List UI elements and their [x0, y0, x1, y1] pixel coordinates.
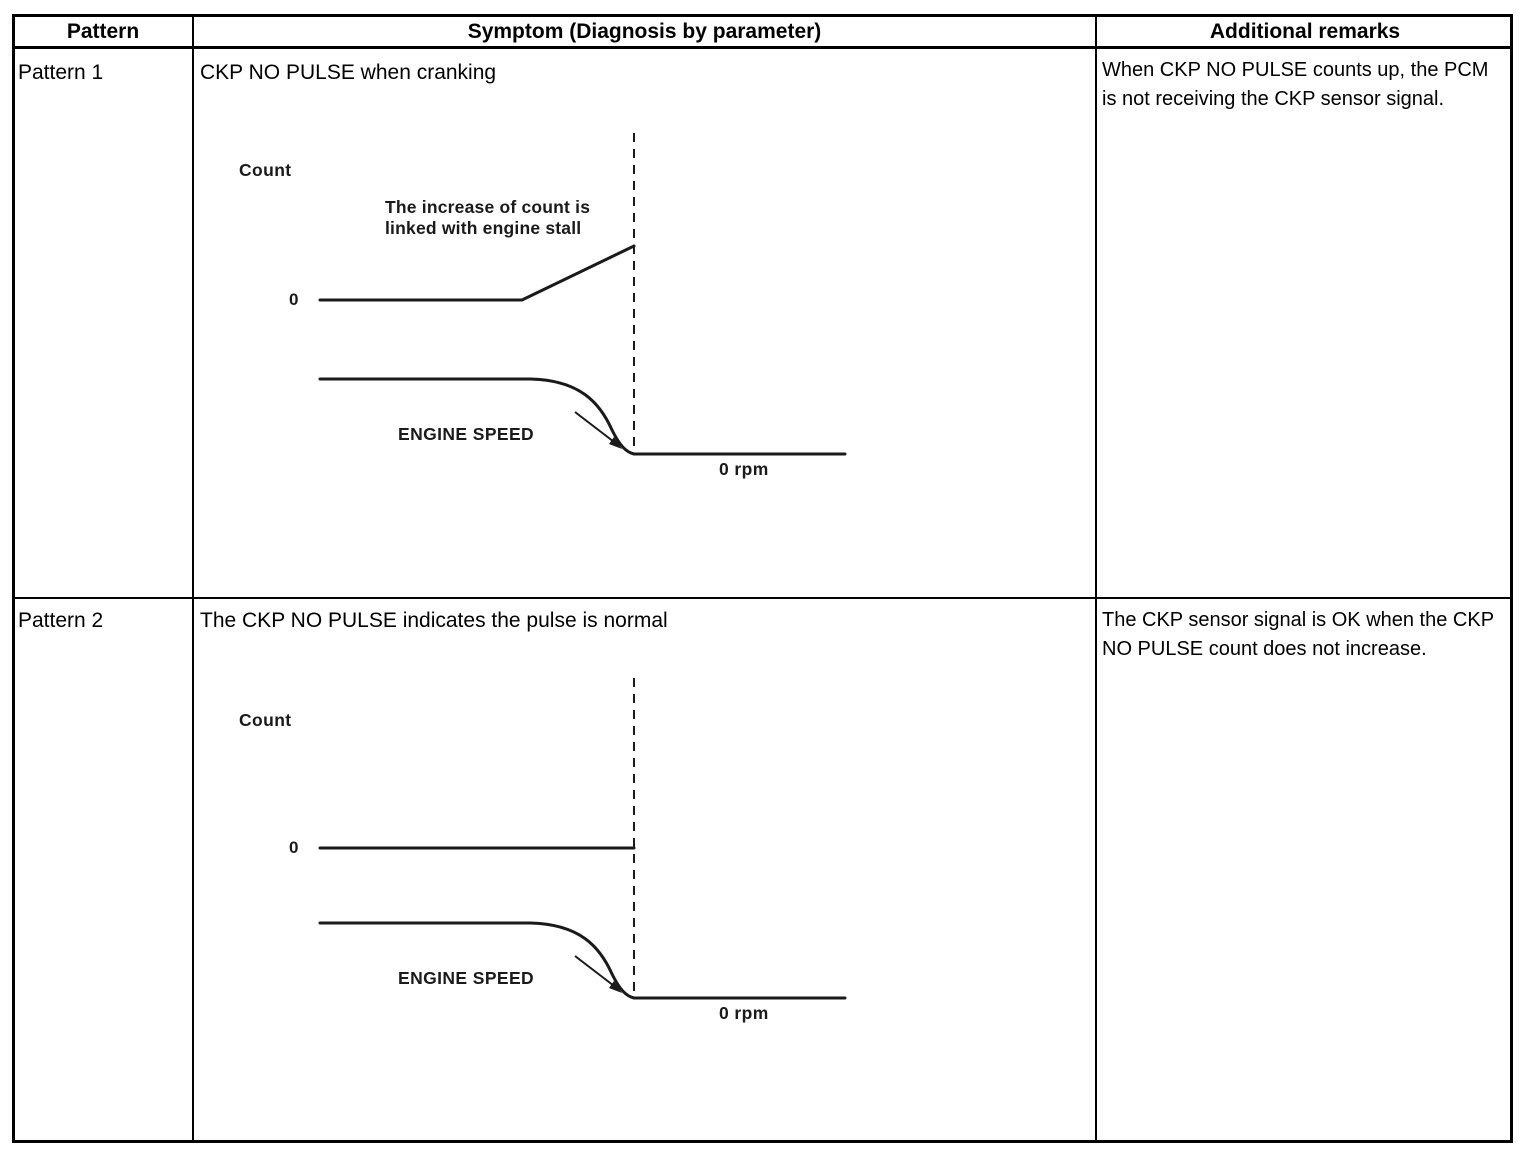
- count-axis-label: Count: [239, 710, 292, 730]
- count-zero-label: 0: [289, 838, 299, 857]
- table-header-divider: [12, 46, 1513, 49]
- engine-speed-trace-line: [318, 377, 636, 456]
- engine-speed-label: ENGINE SPEED: [398, 424, 535, 444]
- table-column-divider-2: [1095, 14, 1097, 1143]
- table-row-remarks-text: When CKP NO PULSE counts up, the PCM is …: [1102, 59, 1489, 110]
- count-axis-label: Count: [239, 160, 292, 180]
- pattern-2-chart-svg: [318, 678, 847, 1000]
- count-increase-annotation: The increase of count is linked with eng…: [385, 197, 591, 238]
- table-row-symptom-text: The CKP NO PULSE indicates the pulse is …: [200, 609, 668, 632]
- zero-rpm-label: 0 rpm: [719, 459, 769, 479]
- pattern-1-waveform-diagram: Count 0 The increase of count is linked …: [200, 118, 1080, 518]
- table-column-divider-1: [192, 14, 194, 1143]
- table-row-remarks-text: The CKP sensor signal is OK when the CKP…: [1102, 609, 1494, 660]
- table-row-pattern-label: Pattern 2: [18, 609, 104, 632]
- count-zero-label: 0: [289, 290, 299, 309]
- pattern-1-chart-svg: [318, 133, 847, 456]
- column-header-pattern: Pattern: [66, 20, 140, 43]
- column-header-symptom: Symptom (Diagnosis by parameter): [467, 20, 822, 43]
- table-row-symptom-text: CKP NO PULSE when cranking: [200, 61, 497, 84]
- table-row-pattern-label: Pattern 1: [18, 61, 104, 84]
- count-trace-line: [318, 244, 636, 302]
- column-header-remarks: Additional remarks: [1209, 20, 1401, 43]
- engine-speed-arrowhead: [609, 437, 622, 449]
- engine-speed-label: ENGINE SPEED: [398, 968, 535, 988]
- engine-speed-arrowhead: [609, 981, 622, 993]
- engine-speed-trace-line: [318, 921, 636, 1000]
- table-row-divider: [12, 597, 1513, 599]
- engine-speed-leader-line: [574, 955, 619, 990]
- engine-speed-leader-line: [574, 411, 619, 446]
- pattern-2-waveform-diagram: Count 0 ENGINE SPEED 0 rpm: [200, 658, 1080, 1058]
- zero-rpm-label: 0 rpm: [719, 1003, 769, 1023]
